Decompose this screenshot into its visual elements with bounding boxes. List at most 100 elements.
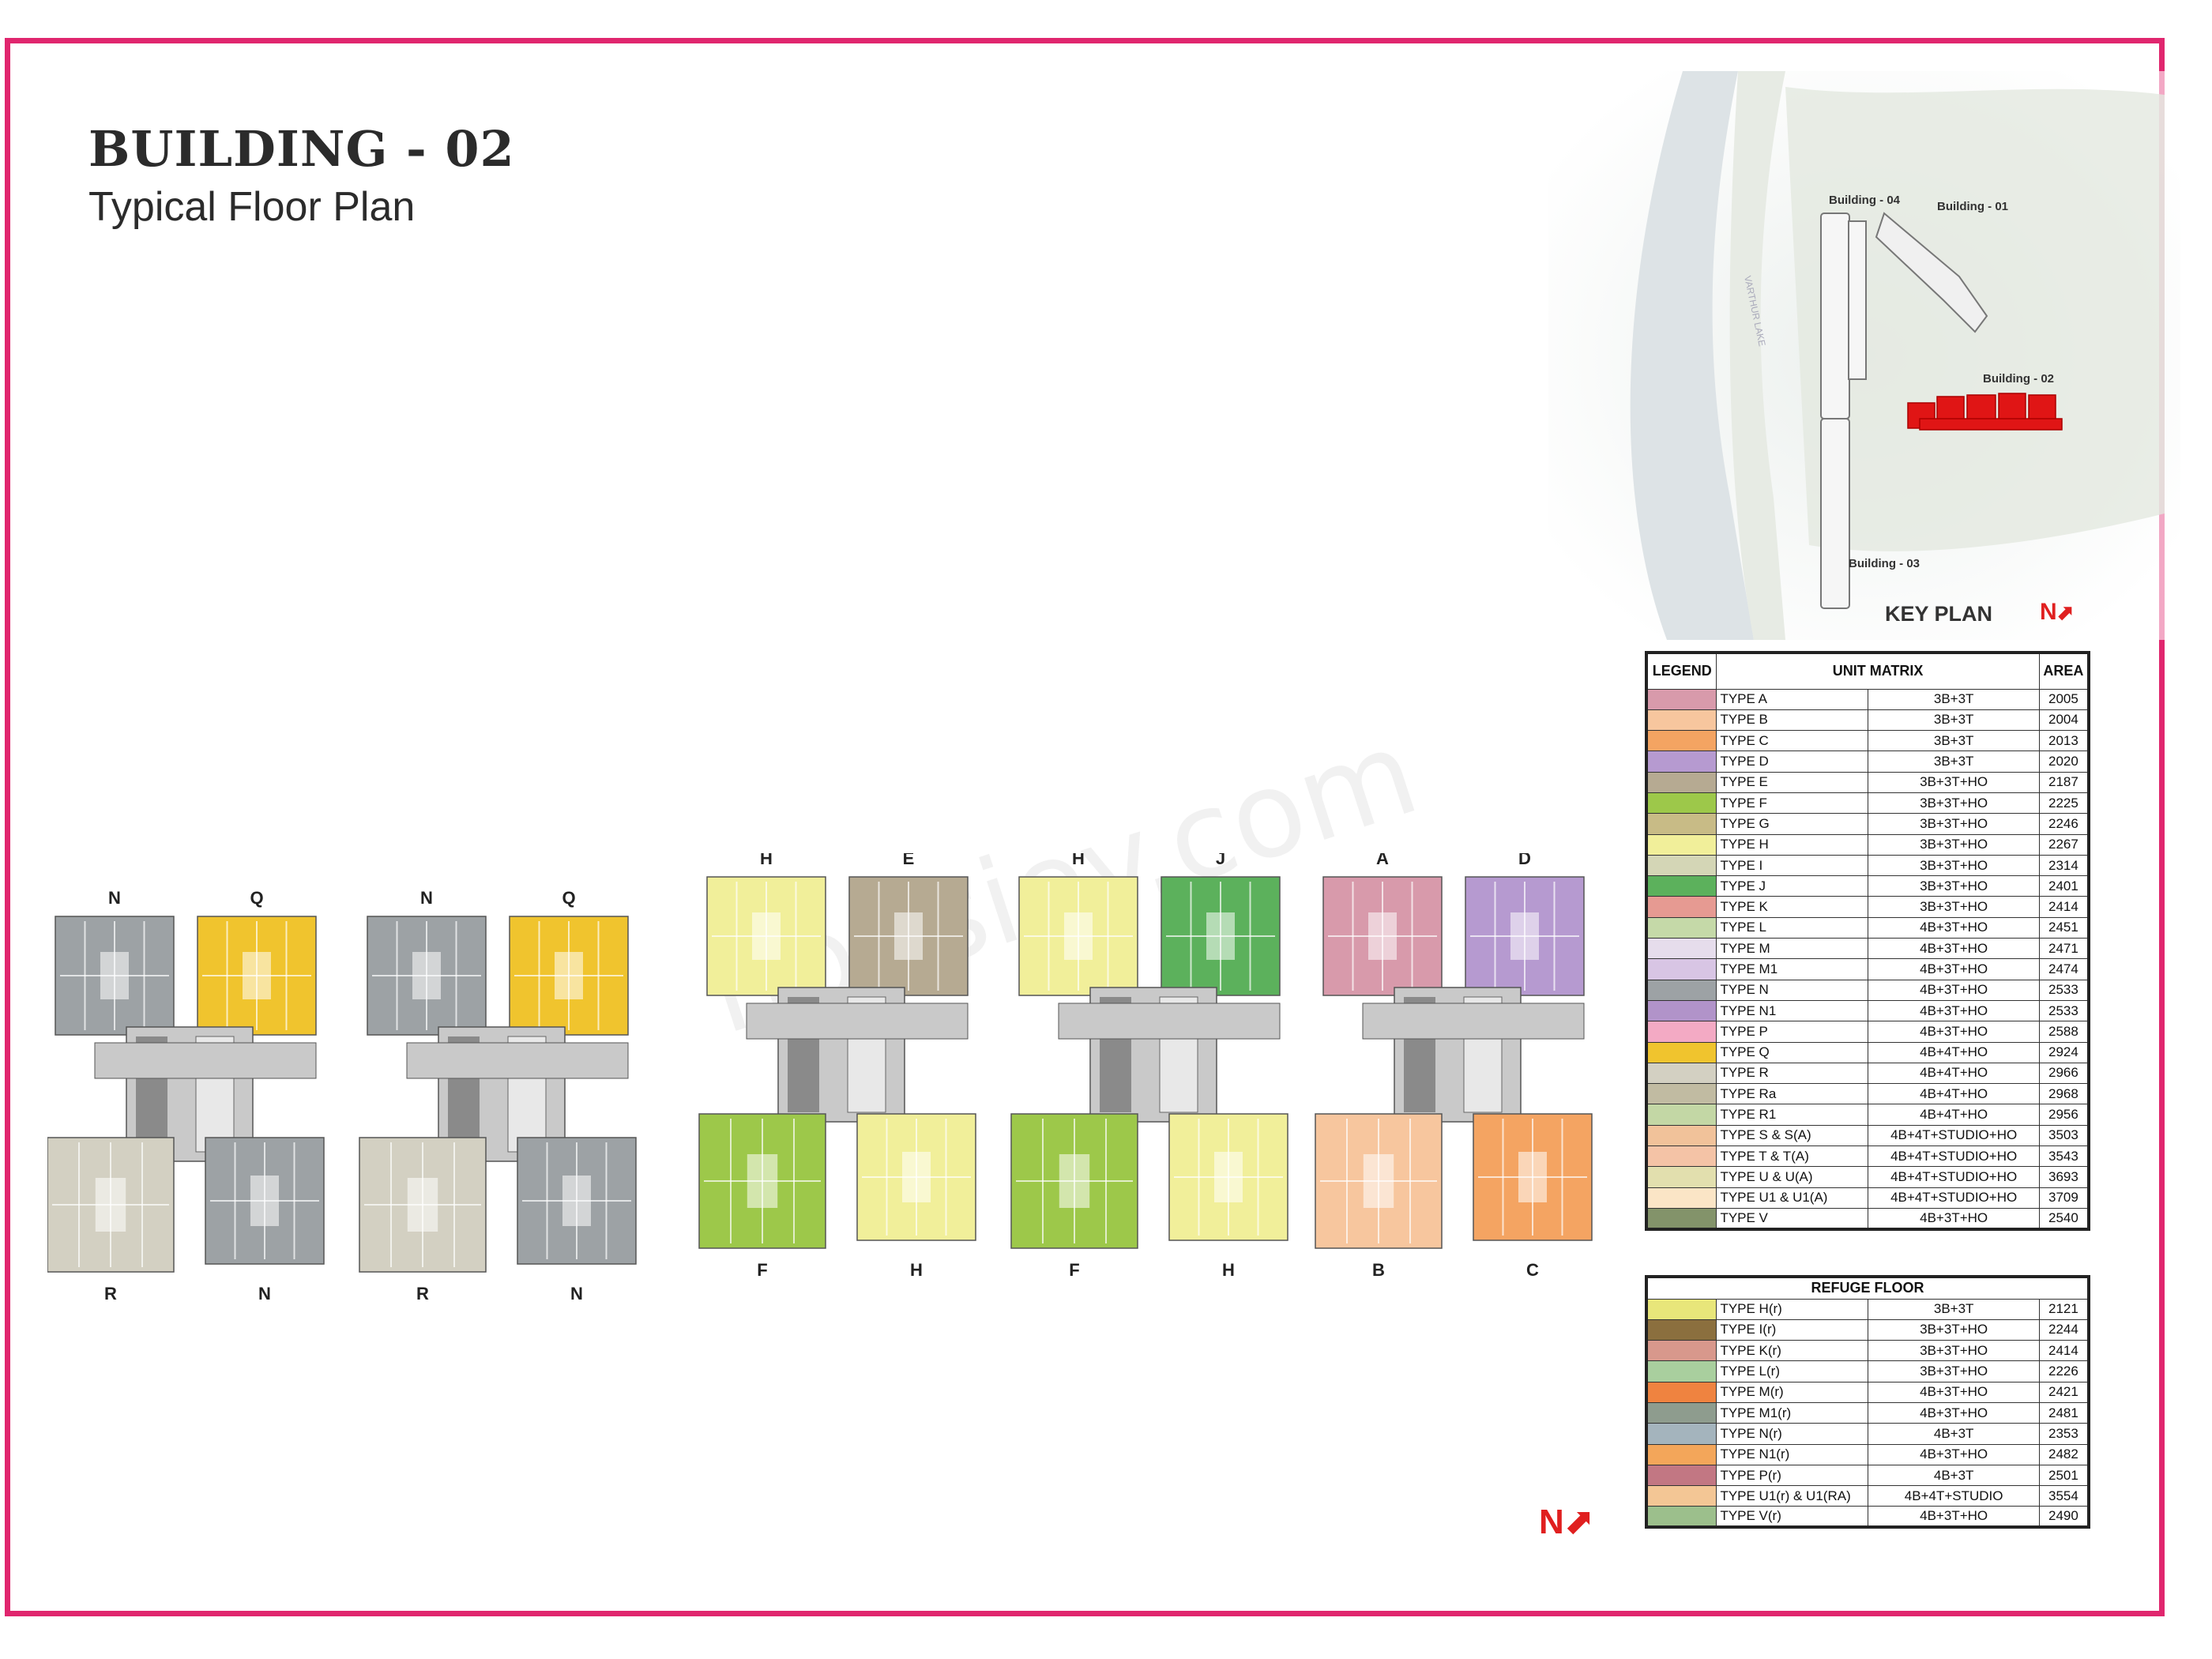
unit-area: 3554 xyxy=(2038,1485,2090,1507)
unit-type-name: TYPE N1(r) xyxy=(1716,1443,1869,1465)
unit-area: 2246 xyxy=(2038,813,2090,835)
unit-matrix: 3B+3T xyxy=(1868,1298,2040,1320)
furniture xyxy=(902,1152,931,1202)
unit-matrix: 4B+3T+HO xyxy=(1868,979,2040,1001)
unit-matrix: 3B+3T xyxy=(1868,709,2040,732)
unit-matrix: 4B+3T+HO xyxy=(1868,1401,2040,1424)
legend-swatch xyxy=(1646,771,1717,793)
furniture xyxy=(1518,1152,1547,1202)
unit-type-label: Q xyxy=(250,888,263,908)
legend-swatch xyxy=(1646,1146,1717,1168)
unit-matrix: 3B+3T+HO xyxy=(1868,1340,2040,1362)
unit-area: 2244 xyxy=(2038,1319,2090,1341)
legend-header-legend: LEGEND xyxy=(1646,652,1717,690)
unit-type-name: TYPE P xyxy=(1716,1021,1869,1043)
unit-matrix: 4B+3T+HO xyxy=(1868,999,2040,1022)
legend-swatch xyxy=(1646,1423,1717,1445)
unit-matrix: 3B+3T+HO xyxy=(1868,854,2040,877)
refuge-header: REFUGE FLOOR xyxy=(1646,1276,2090,1300)
unit-type-name: TYPE A xyxy=(1716,688,1869,710)
building-04-label: Building - 04 xyxy=(1829,194,1901,207)
building-01-footprint xyxy=(1875,212,1988,333)
key-plan-north-letter: N xyxy=(2040,599,2057,625)
unit-type-name: TYPE T & T(A) xyxy=(1716,1146,1869,1168)
legend-swatch xyxy=(1646,1319,1717,1341)
unit-matrix: 4B+3T+HO xyxy=(1868,958,2040,980)
unit-type-name: TYPE N1 xyxy=(1716,999,1869,1022)
unit-type-name: TYPE M(r) xyxy=(1716,1381,1869,1403)
unit-type-label: H xyxy=(910,1260,923,1280)
unit-type-label: E xyxy=(903,853,915,868)
unit-area: 2226 xyxy=(2038,1360,2090,1382)
unit-type-name: TYPE L xyxy=(1716,916,1869,939)
lake-shape xyxy=(1630,71,1754,640)
furniture xyxy=(243,952,271,999)
unit-area: 2020 xyxy=(2038,750,2090,773)
legend-swatch xyxy=(1646,1021,1717,1043)
unit-type-name: TYPE H xyxy=(1716,833,1869,856)
key-plan-map: VARTHUR LAKE Building - 04 Building - 01… xyxy=(1548,71,2180,640)
north-arrow-icon: ⬈ xyxy=(2056,600,2075,624)
unit-matrix: 4B+3T xyxy=(1868,1464,2040,1487)
legend-swatch xyxy=(1646,1124,1717,1147)
unit-area: 2414 xyxy=(2038,896,2090,918)
legend-swatch xyxy=(1646,938,1717,960)
unit-matrix: 4B+4T+HO xyxy=(1868,1083,2040,1105)
page-frame xyxy=(5,38,2165,1616)
unit-matrix: 3B+3T+HO xyxy=(1868,1319,2040,1341)
unit-area: 2956 xyxy=(2038,1104,2090,1126)
furniture xyxy=(752,912,781,960)
unit-area: 2225 xyxy=(2038,792,2090,814)
unit-type-name: TYPE P(r) xyxy=(1716,1464,1869,1487)
legend-swatch xyxy=(1646,730,1717,752)
unit-matrix: 4B+3T xyxy=(1868,1423,2040,1445)
unit-matrix: 4B+4T+STUDIO+HO xyxy=(1868,1124,2040,1147)
furniture xyxy=(1363,1154,1394,1208)
unit-area: 2490 xyxy=(2038,1506,2090,1528)
unit-matrix: 3B+3T xyxy=(1868,750,2040,773)
unit-area: 2267 xyxy=(2038,833,2090,856)
unit-area: 2533 xyxy=(2038,979,2090,1001)
furniture xyxy=(412,952,441,999)
unit-matrix: 4B+4T+HO xyxy=(1868,1062,2040,1085)
furniture xyxy=(1368,912,1397,960)
unit-type-name: TYPE S & S(A) xyxy=(1716,1124,1869,1147)
unit-type-name: TYPE H(r) xyxy=(1716,1298,1869,1320)
unit-matrix: 3B+3T xyxy=(1868,688,2040,710)
unit-area: 2501 xyxy=(2038,1464,2090,1487)
unit-matrix: 3B+3T+HO xyxy=(1868,771,2040,793)
unit-area: 2187 xyxy=(2038,771,2090,793)
unit-matrix: 3B+3T+HO xyxy=(1868,813,2040,835)
unit-area: 2471 xyxy=(2038,938,2090,960)
unit-type-name: TYPE R1 xyxy=(1716,1104,1869,1126)
unit-type-name: TYPE U & U(A) xyxy=(1716,1166,1869,1188)
legend-swatch xyxy=(1646,896,1717,918)
unit-area: 2013 xyxy=(2038,730,2090,752)
furniture xyxy=(747,1154,778,1208)
legend-swatch xyxy=(1646,1401,1717,1424)
page-subtitle: Typical Floor Plan xyxy=(88,184,416,230)
legend-swatch xyxy=(1646,1360,1717,1382)
unit-type-label: J xyxy=(1216,853,1225,868)
furniture xyxy=(562,1176,591,1226)
page-title: BUILDING - 02 xyxy=(88,120,515,178)
furniture xyxy=(894,912,923,960)
unit-area: 2401 xyxy=(2038,875,2090,897)
